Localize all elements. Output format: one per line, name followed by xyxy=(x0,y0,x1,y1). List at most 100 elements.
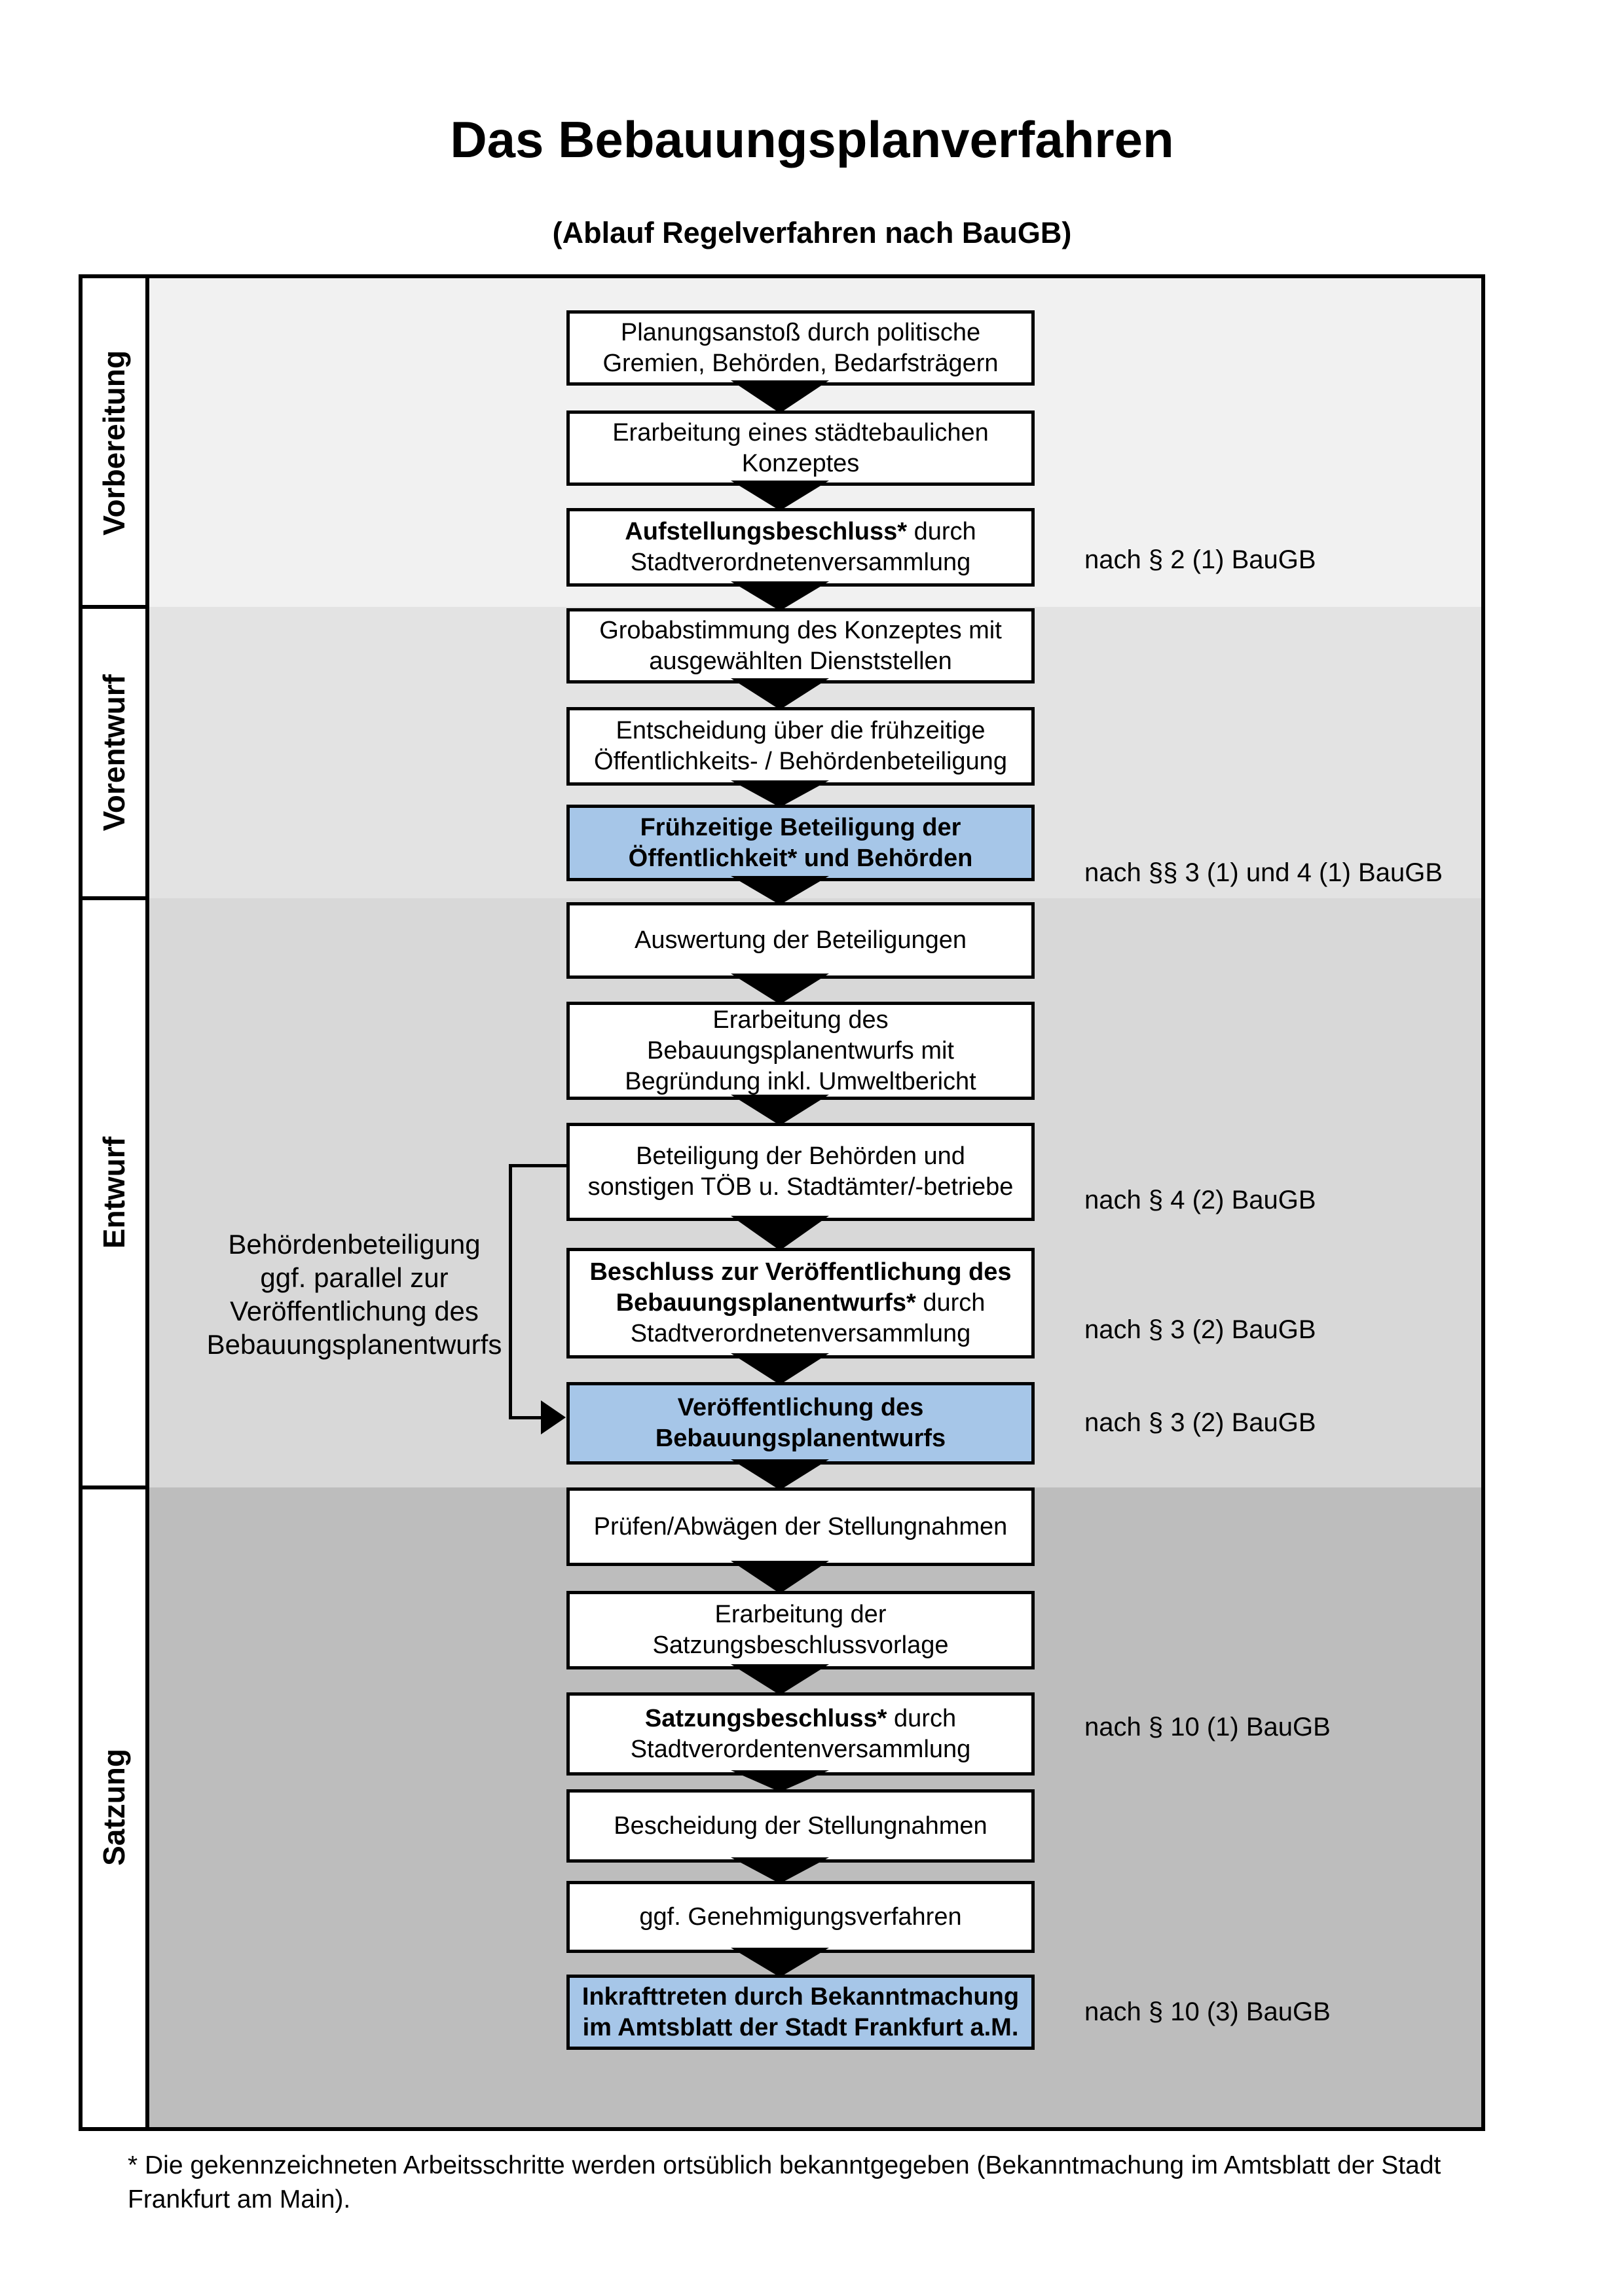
down-arrow-icon xyxy=(731,581,829,611)
flow-box-line: Planungsanstoß durch politische xyxy=(621,318,980,348)
down-arrow-icon xyxy=(731,1459,829,1490)
flow-box-text: durch xyxy=(887,1704,957,1732)
flow-box-line: Öffentlichkeits- / Behördenbeteiligung xyxy=(594,746,1007,777)
flow-box-text: Erarbeitung eines städtebaulichen xyxy=(612,418,989,446)
law-annotation-3: nach § 4 (2) BauGB xyxy=(1084,1186,1316,1214)
flow-box-line: Begründung inkl. Umweltbericht xyxy=(625,1066,976,1097)
down-arrow-icon xyxy=(731,1857,829,1884)
flow-box-line: Erarbeitung der xyxy=(715,1599,887,1630)
flow-box-line: Veröffentlichung des xyxy=(678,1393,924,1423)
law-annotation-4: nach § 3 (2) BauGB xyxy=(1084,1315,1316,1344)
page-title: Das Bebauungsplanverfahren xyxy=(450,111,1174,168)
down-arrow-icon xyxy=(731,1770,829,1792)
flow-box-text: ausgewählten Dienststellen xyxy=(649,647,952,675)
flow-box-line: Prüfen/Abwägen der Stellungnahmen xyxy=(594,1512,1008,1542)
flow-box-line: Bescheidung der Stellungnahmen xyxy=(614,1811,987,1842)
bracket-top-line xyxy=(509,1164,566,1167)
flow-box-text: durch xyxy=(907,518,976,545)
flow-box-text: Stadtverordnetenversammlung xyxy=(630,549,971,576)
flow-box-text: Bescheidung der Stellungnahmen xyxy=(614,1812,987,1840)
bracket-vertical-line xyxy=(509,1164,512,1419)
footnote: * Die gekennzeichneten Arbeitsschritte w… xyxy=(128,2149,1536,2217)
flow-box-line: Frühzeitige Beteiligung der xyxy=(640,812,961,843)
flow-box-line: Inkrafttreten durch Bekanntmachung xyxy=(582,1982,1019,2013)
side-note-line: ggf. parallel zur xyxy=(260,1262,449,1293)
down-arrow-icon xyxy=(731,1948,829,1977)
flow-box-line: Bebauungsplanentwurfs* durch xyxy=(616,1288,986,1319)
down-arrow-icon xyxy=(731,481,829,511)
down-arrow-icon xyxy=(731,1561,829,1594)
law-annotation-7: nach § 10 (3) BauGB xyxy=(1084,1997,1331,2026)
flow-box-text: Planungsanstoß durch politische xyxy=(620,318,981,346)
flow-box-text-bold: Bebauungsplanentwurfs* xyxy=(616,1289,916,1317)
phase-label-satzung: Satzung xyxy=(83,1487,145,2127)
down-arrow-icon xyxy=(731,380,829,413)
phase-label-text: Entwurf xyxy=(97,1137,131,1249)
flow-box-line: Beschluss zur Veröffentlichung des xyxy=(589,1257,1011,1288)
flow-box-text: Öffentlichkeits- / Behördenbeteiligung xyxy=(594,748,1007,775)
flow-box-line: Grobabstimmung des Konzeptes mit xyxy=(599,615,1002,646)
flow-box-text-bold: Öffentlichkeit* und Behörden xyxy=(628,844,973,872)
side-note-line: Behördenbeteiligung xyxy=(228,1229,481,1260)
flow-box-text: Entscheidung über die frühzeitige xyxy=(616,717,986,744)
flow-box-text-bold: Bebauungsplanentwurfs xyxy=(655,1425,946,1452)
flow-box-line: Auswertung der Beteiligungen xyxy=(635,925,967,956)
flow-box-line: Entscheidung über die frühzeitige xyxy=(616,716,985,746)
down-arrow-icon xyxy=(731,876,829,905)
flow-box-text: Erarbeitung der xyxy=(714,1601,887,1628)
flow-box-line: Konzeptes xyxy=(742,448,860,479)
down-arrow-icon xyxy=(731,678,829,710)
down-arrow-icon xyxy=(731,1216,829,1250)
flow-box-line: sonstigen TÖB u. Stadtämter/-betriebe xyxy=(588,1172,1014,1203)
law-annotation-6: nach § 10 (1) BauGB xyxy=(1084,1713,1331,1741)
flow-box-text: Begründung inkl. Umweltbericht xyxy=(625,1067,976,1095)
flow-box-text: ggf. Genehmigungsverfahren xyxy=(639,1903,962,1931)
flow-box-line: Aufstellungsbeschluss* durch xyxy=(625,517,976,547)
flow-box-line: Erarbeitung eines städtebaulichen xyxy=(612,418,989,448)
phase-divider xyxy=(83,896,145,900)
flow-box-text-bold: Beschluss zur Veröffentlichung des xyxy=(589,1258,1012,1286)
flow-box-line: Stadtverordentenversammlung xyxy=(631,1734,971,1765)
flow-box-line: Stadtverordnetenversammlung xyxy=(631,1319,971,1349)
bracket-bottom-line xyxy=(509,1416,545,1419)
flow-box-text: Konzeptes xyxy=(741,449,860,477)
flow-box-line: im Amtsblatt der Stadt Frankfurt a.M. xyxy=(583,2013,1019,2043)
phase-label-vorbereitung: Vorbereitung xyxy=(83,278,145,607)
side-note-line: Bebauungsplanentwurfs xyxy=(206,1329,502,1360)
down-arrow-icon xyxy=(731,1664,829,1695)
flow-box-line: Gremien, Behörden, Bedarfsträgern xyxy=(602,348,998,379)
flow-box-text: Satzungsbeschlussvorlage xyxy=(652,1631,949,1659)
flow-box-line: Stadtverordnetenversammlung xyxy=(631,547,971,578)
phase-label-entwurf: Entwurf xyxy=(83,898,145,1487)
phase-divider xyxy=(83,1485,145,1489)
flow-box-text: Erarbeitung des xyxy=(712,1006,889,1034)
down-arrow-icon xyxy=(731,780,829,807)
flow-box-text: Stadtverordentenversammlung xyxy=(630,1735,971,1763)
flow-box-line: Satzungsbeschlussvorlage xyxy=(652,1630,948,1661)
footnote-line-1: * Die gekennzeichneten Arbeitsschritte w… xyxy=(128,2151,1441,2179)
phase-label-text: Satzung xyxy=(97,1749,131,1866)
flow-box-text: Beteiligung der Behörden und xyxy=(636,1142,965,1170)
flow-box-text: Stadtverordnetenversammlung xyxy=(630,1320,971,1347)
phase-label-text: Vorentwurf xyxy=(97,674,131,831)
down-arrow-icon xyxy=(731,974,829,1004)
flow-box-line: ggf. Genehmigungsverfahren xyxy=(639,1902,961,1933)
flow-box-text: Bebauungsplanentwurfs mit xyxy=(647,1036,954,1065)
flow-box-line: Erarbeitung des xyxy=(712,1005,888,1036)
label-column-divider xyxy=(145,278,149,2127)
flow-box-7: Auswertung der Beteiligungen xyxy=(566,902,1035,979)
flow-box-line: Bebauungsplanentwurfs mit xyxy=(647,1036,954,1066)
flow-box-text: durch Bekanntmachung xyxy=(727,1982,1020,2011)
bracket-arrow-icon xyxy=(541,1400,566,1434)
